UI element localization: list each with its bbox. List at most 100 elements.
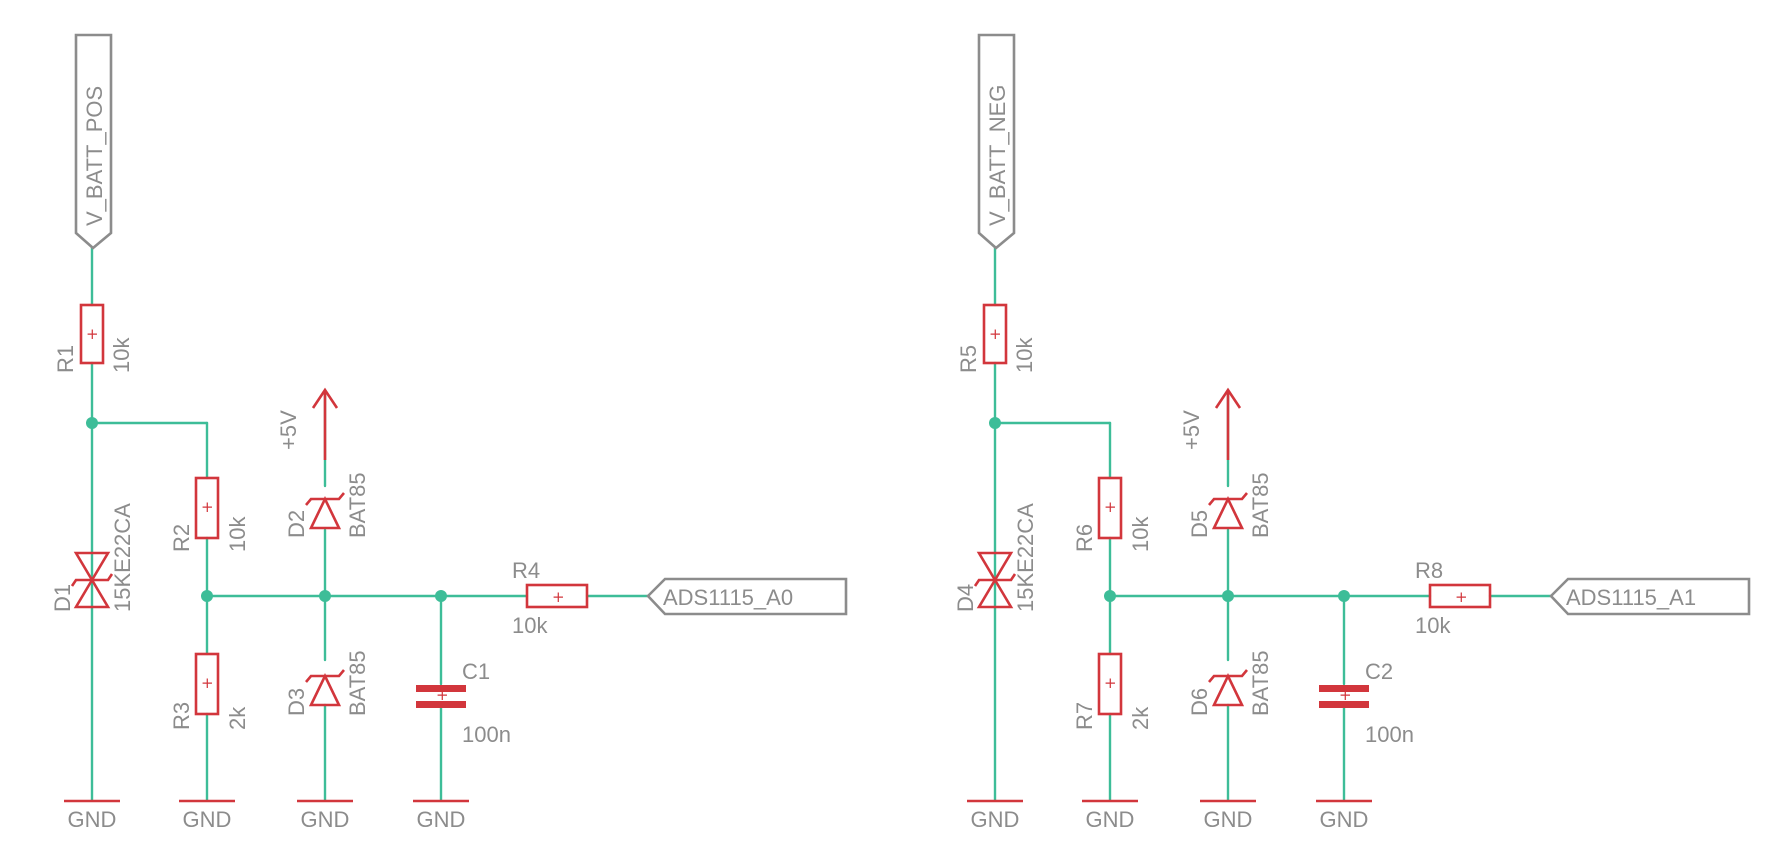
ground-symbols: GND GND GND GND bbox=[967, 799, 1372, 832]
ground-symbols: GND GND GND GND bbox=[64, 799, 469, 832]
ground-symbol: GND bbox=[967, 799, 1023, 832]
d1-ref: D1 bbox=[50, 584, 75, 612]
svg-text:+: + bbox=[436, 686, 449, 704]
c2-value: 100n bbox=[1365, 722, 1414, 747]
junction-dot bbox=[201, 590, 213, 602]
svg-text:GND: GND bbox=[1086, 807, 1135, 832]
r5-value: 10k bbox=[1012, 337, 1037, 373]
junction-dot bbox=[435, 590, 447, 602]
ground-symbol: GND bbox=[297, 799, 353, 832]
output-port: ADS1115_A0 bbox=[646, 577, 848, 616]
schottky-diode-d6: D6 BAT85 bbox=[1187, 650, 1273, 716]
capacitor-c2: + C2 100n bbox=[1319, 659, 1414, 747]
r3-value: 2k bbox=[225, 706, 250, 730]
c1-value: 100n bbox=[462, 722, 511, 747]
c1-ref: C1 bbox=[462, 659, 490, 684]
d4-ref: D4 bbox=[953, 584, 978, 612]
ground-symbol: GND bbox=[1316, 799, 1372, 832]
svg-text:+: + bbox=[86, 325, 99, 343]
ground-symbol: GND bbox=[413, 799, 469, 832]
r4-value: 10k bbox=[512, 613, 548, 638]
svg-text:GND: GND bbox=[971, 807, 1020, 832]
junction-dot bbox=[1104, 590, 1116, 602]
circuit-positive: V_BATT_POS + R1 10k D1 15KE22CA + R2 10k bbox=[50, 33, 848, 832]
svg-text:+: + bbox=[1104, 498, 1117, 516]
junction-dot bbox=[319, 590, 331, 602]
svg-text:+: + bbox=[1339, 686, 1352, 704]
svg-text:GND: GND bbox=[68, 807, 117, 832]
svg-text:+: + bbox=[552, 588, 565, 606]
schottky-diode-d3: D3 BAT85 bbox=[284, 650, 370, 716]
ground-symbol: GND bbox=[1200, 799, 1256, 832]
svg-text:GND: GND bbox=[1204, 807, 1253, 832]
junctions bbox=[989, 417, 1350, 602]
r1-ref: R1 bbox=[53, 345, 78, 373]
r7-ref: R7 bbox=[1072, 702, 1097, 730]
supply-label: +5V bbox=[1179, 410, 1204, 450]
capacitor-c1: + C1 100n bbox=[416, 659, 511, 747]
resistor-r5: + R5 10k bbox=[956, 303, 1037, 373]
supply-5v: +5V bbox=[276, 387, 339, 460]
input-port-label: V_BATT_POS bbox=[82, 86, 107, 226]
d5-value: BAT85 bbox=[1248, 472, 1273, 538]
svg-text:+: + bbox=[201, 674, 214, 692]
junction-dot bbox=[1338, 590, 1350, 602]
r6-ref: R6 bbox=[1072, 524, 1097, 552]
schottky-diode-d2: D2 BAT85 bbox=[284, 472, 370, 538]
d3-value: BAT85 bbox=[345, 650, 370, 716]
tvs-diode-d1: D1 15KE22CA bbox=[50, 503, 135, 612]
ground-symbol: GND bbox=[1082, 799, 1138, 832]
svg-text:+: + bbox=[201, 498, 214, 516]
d5-ref: D5 bbox=[1187, 510, 1212, 538]
resistor-r1: + R1 10k bbox=[53, 303, 134, 373]
ground-symbol: GND bbox=[179, 799, 235, 832]
supply-label: +5V bbox=[276, 410, 301, 450]
r2-ref: R2 bbox=[169, 524, 194, 552]
d2-ref: D2 bbox=[284, 510, 309, 538]
resistor-r8: + R8 10k bbox=[1415, 558, 1492, 638]
r8-ref: R8 bbox=[1415, 558, 1443, 583]
svg-text:GND: GND bbox=[417, 807, 466, 832]
input-port: V_BATT_POS bbox=[74, 33, 113, 250]
junction-dot bbox=[1222, 590, 1234, 602]
svg-text:+: + bbox=[1104, 674, 1117, 692]
d3-ref: D3 bbox=[284, 688, 309, 716]
svg-text:GND: GND bbox=[301, 807, 350, 832]
d2-value: BAT85 bbox=[345, 472, 370, 538]
d6-ref: D6 bbox=[1187, 688, 1212, 716]
d1-value: 15KE22CA bbox=[110, 503, 135, 612]
tvs-diode-d4: D4 15KE22CA bbox=[953, 503, 1038, 612]
resistor-r2: + R2 10k bbox=[169, 476, 250, 552]
resistor-r7: + R7 2k bbox=[1072, 652, 1153, 730]
resistor-r6: + R6 10k bbox=[1072, 476, 1153, 552]
svg-text:+: + bbox=[989, 325, 1002, 343]
schottky-diode-d5: D5 BAT85 bbox=[1187, 472, 1273, 538]
circuit-negative: V_BATT_NEG + R5 10k D4 15KE22CA + R6 10k… bbox=[953, 33, 1751, 832]
d6-value: BAT85 bbox=[1248, 650, 1273, 716]
r4-ref: R4 bbox=[512, 558, 540, 583]
output-port-label: ADS1115_A1 bbox=[1566, 585, 1696, 610]
r6-value: 10k bbox=[1128, 516, 1153, 552]
d4-value: 15KE22CA bbox=[1013, 503, 1038, 612]
junction-dot bbox=[86, 417, 98, 429]
input-port-label: V_BATT_NEG bbox=[985, 85, 1010, 226]
output-port: ADS1115_A1 bbox=[1549, 577, 1751, 616]
resistor-r3: + R3 2k bbox=[169, 652, 250, 730]
r3-ref: R3 bbox=[169, 702, 194, 730]
r2-value: 10k bbox=[225, 516, 250, 552]
r1-value: 10k bbox=[109, 337, 134, 373]
junction-dot bbox=[989, 417, 1001, 429]
svg-text:GND: GND bbox=[1320, 807, 1369, 832]
output-port-label: ADS1115_A0 bbox=[663, 585, 793, 610]
svg-text:GND: GND bbox=[183, 807, 232, 832]
c2-ref: C2 bbox=[1365, 659, 1393, 684]
svg-text:+: + bbox=[1455, 588, 1468, 606]
junctions bbox=[86, 417, 447, 602]
supply-5v: +5V bbox=[1179, 387, 1242, 460]
ground-symbol: GND bbox=[64, 799, 120, 832]
r7-value: 2k bbox=[1128, 706, 1153, 730]
r5-ref: R5 bbox=[956, 345, 981, 373]
input-port: V_BATT_NEG bbox=[977, 33, 1016, 250]
resistor-r4: + R4 10k bbox=[512, 558, 589, 638]
